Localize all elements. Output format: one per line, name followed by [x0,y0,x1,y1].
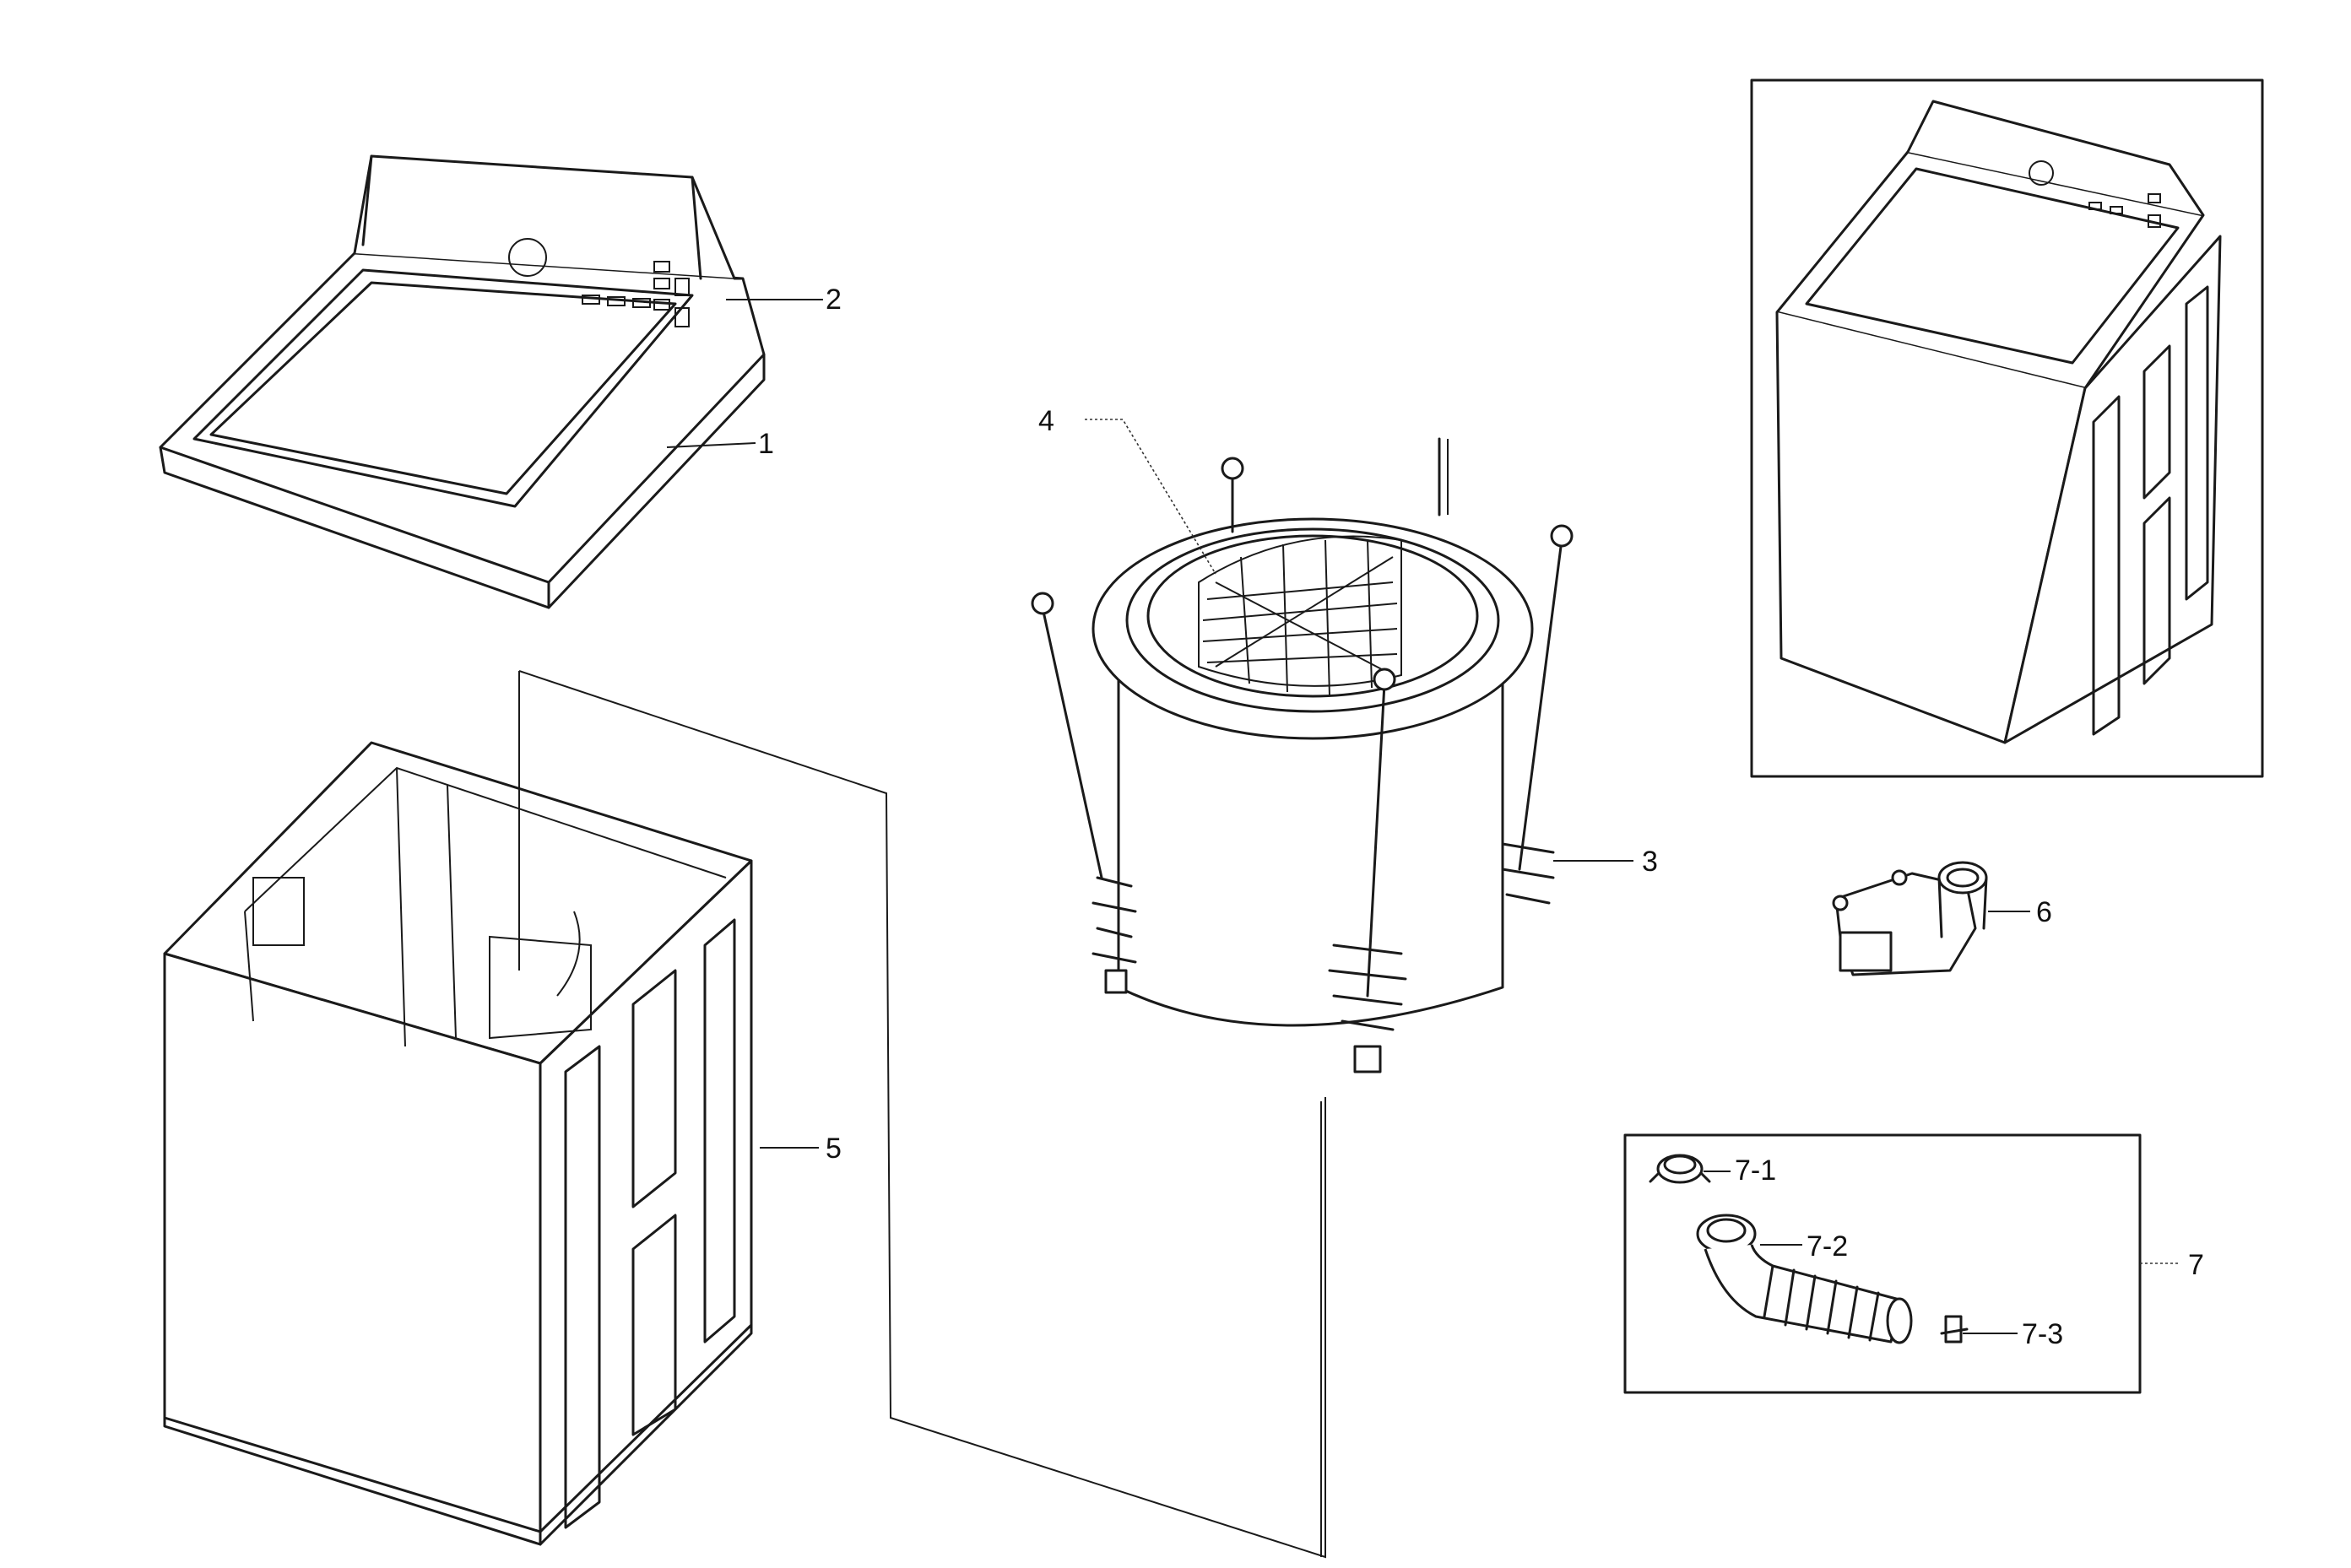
callout-7: 7 [2188,1249,2204,1281]
tub-assembly [1031,437,1574,1073]
hose-clamp-small [1940,1315,1969,1344]
pulsator-mesh [1198,535,1402,697]
drain-hose [1696,1214,1913,1344]
hose-clamp-large [1649,1154,1711,1184]
callout-3: 3 [1642,846,1658,878]
callout-4: 4 [1038,405,1054,437]
callout-7-3: 7-3 [2022,1318,2063,1350]
callout-1: 1 [758,428,774,460]
callout-6: 6 [2036,896,2052,928]
drain-pump [1832,861,1988,976]
callout-5: 5 [826,1133,842,1165]
assembled-washer-view [1750,78,2264,778]
top-cover-assembly [159,154,766,609]
control-buttons [582,261,690,327]
cabinet [163,741,753,1546]
callout-2: 2 [826,284,842,316]
callout-7-1: 7-1 [1735,1154,1776,1187]
callout-7-2: 7-2 [1807,1230,1848,1263]
drain-hose-kit [1623,1133,2142,1394]
